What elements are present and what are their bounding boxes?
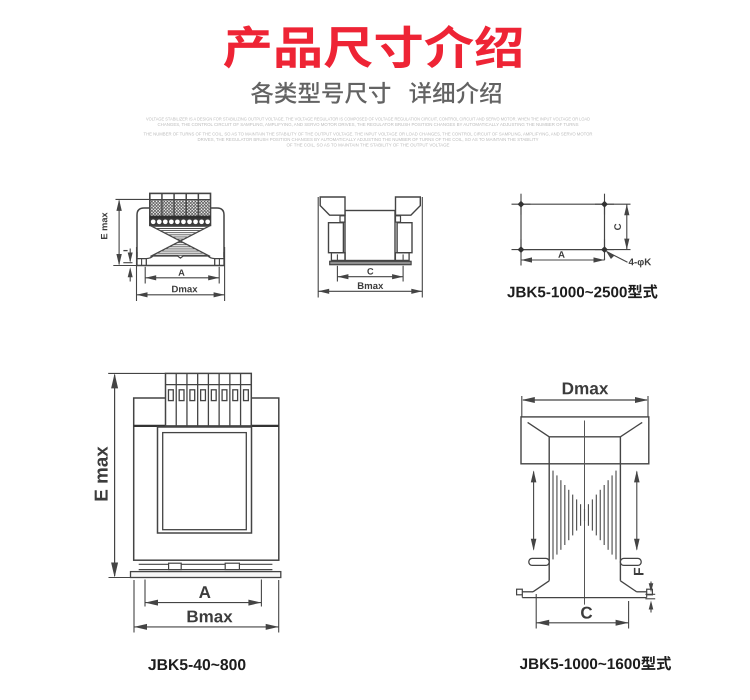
svg-text:CHANGES, THE CONTROL CIRCUIT O: CHANGES, THE CONTROL CIRCUIT OF SAMPLING… <box>158 122 579 127</box>
svg-text:VOLTAGE STABILIZER IS A DESIGN: VOLTAGE STABILIZER IS A DESIGN FOR STABI… <box>146 116 590 121</box>
svg-text:THE NUMBER OF TURNS OF THE COI: THE NUMBER OF TURNS OF THE COIL, SO AS T… <box>144 131 593 136</box>
svg-text:OF THE COIL, SO AS TO MAINTAIN: OF THE COIL, SO AS TO MAINTAIN THE STABI… <box>287 142 450 147</box>
svg-text:DRIVES, THE REGULATOR BRUSH PO: DRIVES, THE REGULATOR BRUSH POSITION CHA… <box>198 137 539 142</box>
